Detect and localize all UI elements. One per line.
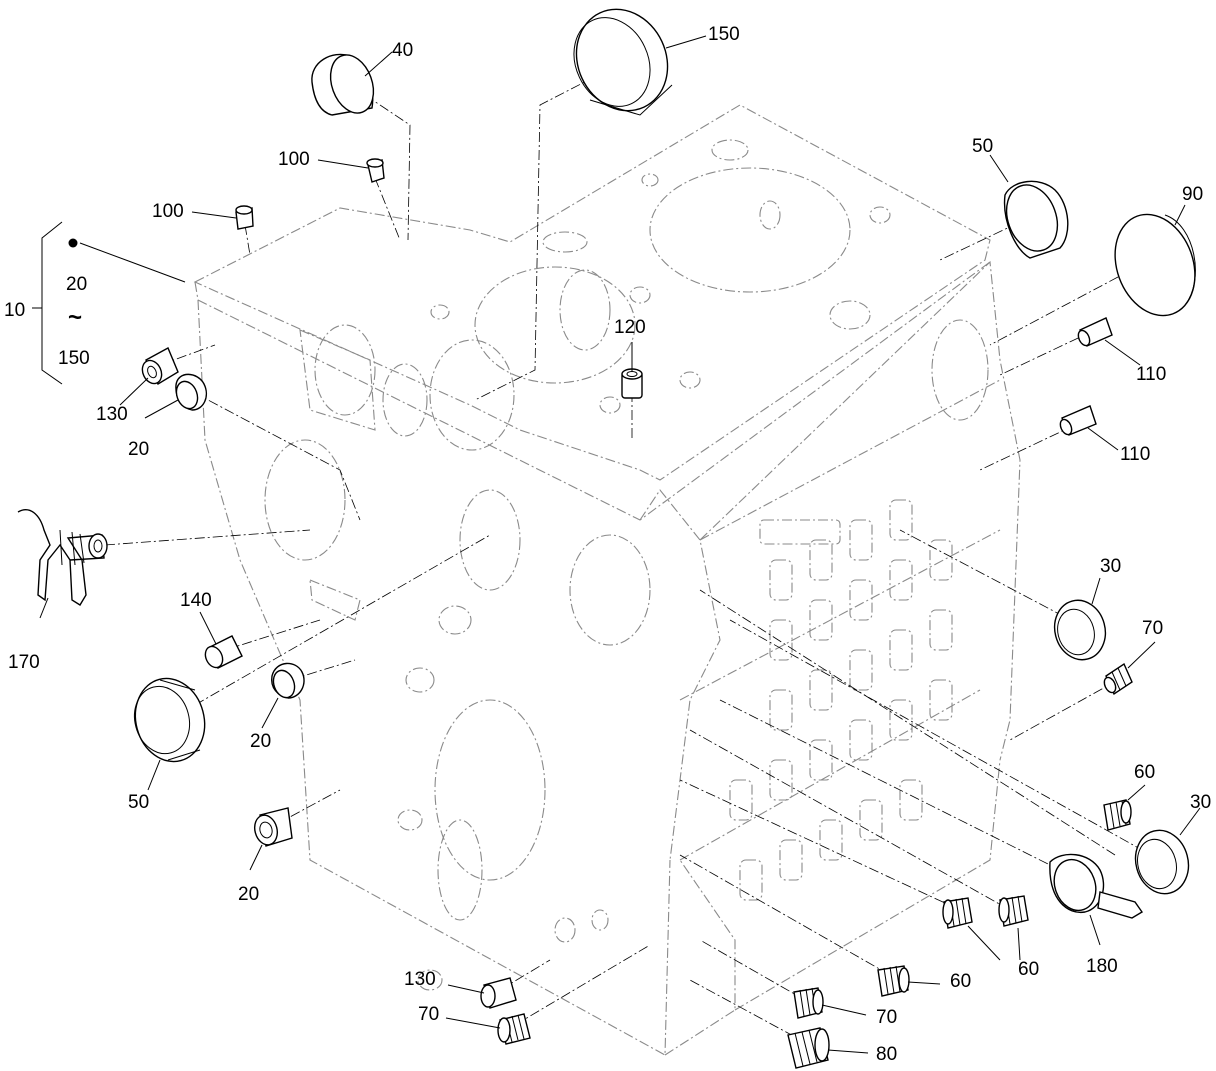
part-plug-20-b <box>271 662 305 699</box>
part-seal-30-top <box>1053 599 1107 661</box>
part-plug-70-mid <box>793 987 824 1019</box>
side-ports-phantom <box>729 499 953 901</box>
callout-20-mid: 20 <box>250 731 271 752</box>
callout-70-left: 70 <box>418 1004 439 1025</box>
callout-170: 170 <box>8 652 40 673</box>
callout-150-range-end: 150 <box>58 348 90 369</box>
callout-50-top: 50 <box>972 136 993 157</box>
callout-labels: 10 20 ~ 150 40 150 100 100 50 90 120 110… <box>4 24 1211 1065</box>
callout-30-bot: 30 <box>1190 792 1211 813</box>
part-pin-100b <box>235 205 254 230</box>
part-liner-150 <box>573 8 673 116</box>
leader-lines <box>39 35 1201 1054</box>
part-bush-140 <box>204 635 243 669</box>
part-plug-70-left <box>497 1013 531 1045</box>
callout-30-top: 30 <box>1100 556 1121 577</box>
callout-180: 180 <box>1086 956 1118 977</box>
callout-60-c: 60 <box>950 971 971 992</box>
callout-80: 80 <box>876 1044 897 1065</box>
callout-20-low: 20 <box>238 884 259 905</box>
part-bush-130-bot <box>480 977 517 1009</box>
callout-130-a: 130 <box>96 404 128 425</box>
callout-20-left: 20 <box>128 439 149 460</box>
callout-10: 10 <box>4 300 25 321</box>
callout-100-b: 100 <box>152 201 184 222</box>
callout-120: 120 <box>614 317 646 338</box>
part-bush-120 <box>621 368 643 399</box>
group-dot <box>68 238 78 248</box>
part-drain-cock-170 <box>17 509 108 606</box>
part-seal-50-left <box>133 677 206 763</box>
part-bush-130-top <box>141 347 179 385</box>
part-plug-80 <box>787 1027 830 1069</box>
callout-70-mid: 70 <box>876 1007 897 1028</box>
part-sensor-180 <box>1049 853 1144 919</box>
part-plug-60-a <box>1103 799 1132 831</box>
part-plug-60-b <box>942 897 973 929</box>
callout-60-a: 60 <box>1134 762 1155 783</box>
cylinder-block-phantom <box>193 104 1021 1056</box>
callout-100-a: 100 <box>278 149 310 170</box>
group-bracket-10 <box>32 221 78 385</box>
part-plug-70-right <box>1103 662 1133 696</box>
callout-40: 40 <box>392 40 413 61</box>
part-plug-60-d <box>877 965 910 997</box>
part-plug-60-c <box>998 895 1029 927</box>
callout-90: 90 <box>1182 184 1203 205</box>
callout-110-a: 110 <box>1136 364 1166 385</box>
part-plug-20-a <box>175 373 208 411</box>
assembly-lines <box>104 67 1161 1046</box>
part-pin-100a <box>366 158 385 183</box>
callout-140: 140 <box>180 590 212 611</box>
part-pin-110b <box>1059 405 1097 436</box>
callout-20-range-start: 20 <box>66 274 87 295</box>
part-plug-90 <box>1114 213 1196 317</box>
range-tilde: ~ <box>68 304 82 331</box>
callout-110-b: 110 <box>1120 444 1150 465</box>
part-plug-40 <box>311 53 375 116</box>
part-pin-110a <box>1077 317 1113 347</box>
part-plug-50-top <box>1003 180 1069 259</box>
callout-70-right: 70 <box>1142 618 1163 639</box>
callout-130-b: 130 <box>404 969 436 990</box>
callout-60-b: 60 <box>1018 959 1039 980</box>
part-seal-30-bot <box>1134 829 1190 895</box>
callout-50-left: 50 <box>128 792 149 813</box>
callout-150: 150 <box>708 24 740 45</box>
part-plug-20-c <box>253 807 293 847</box>
